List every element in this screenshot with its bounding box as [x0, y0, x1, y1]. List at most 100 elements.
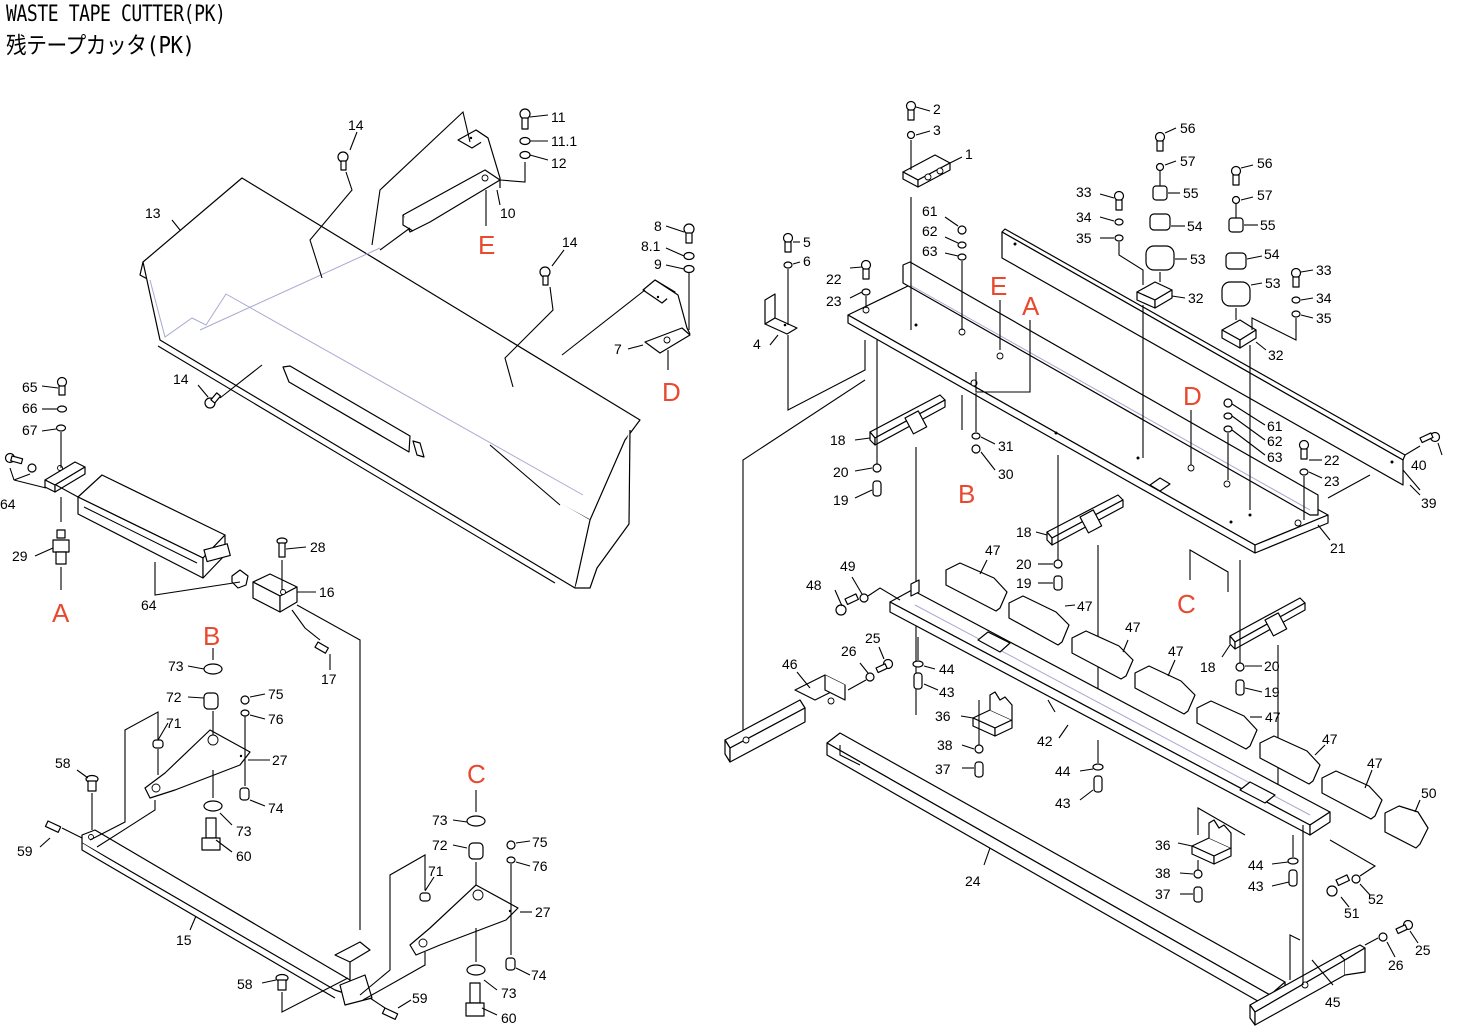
callout-76-b: 76 [268, 711, 284, 727]
ref-letter-a-left: A [52, 598, 70, 628]
part-blade-50 [1384, 805, 1429, 849]
callout-19-a: 19 [833, 492, 849, 508]
part-fitting-29 [52, 529, 70, 565]
callout-17: 17 [321, 671, 337, 687]
callout-30: 30 [998, 466, 1014, 482]
callout-53-b: 53 [1265, 275, 1281, 291]
callout-60-b: 60 [236, 848, 252, 864]
callout-71-b: 71 [166, 715, 182, 731]
part-pin-28 [276, 537, 288, 558]
callout-63-right: 63 [1267, 449, 1283, 465]
part-screw-25-left [875, 658, 894, 674]
callout-75-b: 75 [268, 686, 284, 702]
callout-53-a: 53 [1190, 251, 1206, 267]
part-screw-40 [1419, 431, 1441, 444]
callout-61-right: 61 [1267, 418, 1283, 434]
part-cutter-bar-42 [889, 579, 1331, 836]
part-screw-19-b [1053, 575, 1063, 591]
callout-31: 31 [998, 438, 1014, 454]
callout-35-a: 35 [1076, 230, 1092, 246]
ref-letter-c-right: C [1177, 589, 1196, 619]
callout-23-right: 23 [1324, 473, 1340, 489]
callout-23-left: 23 [826, 293, 842, 309]
callout-51: 51 [1344, 905, 1360, 921]
part-screw-25-right [1395, 919, 1414, 935]
callout-27-c: 27 [535, 904, 551, 920]
part-blade-47-1 [945, 562, 1008, 612]
part-washer-44-a [912, 660, 924, 668]
ref-letter-a-right: A [1022, 291, 1040, 321]
callout-38-b: 38 [1155, 865, 1171, 881]
callout-28: 28 [310, 539, 326, 555]
callout-32-b: 32 [1268, 347, 1284, 363]
callout-8: 8 [654, 218, 662, 234]
callout-64-bottom: 64 [141, 597, 157, 613]
part-nut-38-a [974, 744, 984, 754]
part-nut-71-b [152, 739, 164, 749]
callout-73-b-bottom: 73 [236, 823, 252, 839]
callout-64-left: 64 [0, 496, 16, 512]
ref-letter-e-right: E [990, 271, 1007, 301]
part-blade-47-2 [1008, 595, 1070, 646]
callout-13: 13 [145, 205, 161, 221]
callout-20-c: 20 [1264, 658, 1280, 674]
callout-33-a: 33 [1076, 184, 1092, 200]
callout-52: 52 [1368, 891, 1384, 907]
callout-9: 9 [654, 256, 662, 272]
part-roller-53-b [1221, 281, 1251, 307]
callout-76-c: 76 [532, 858, 548, 874]
part-arm-27-c [409, 884, 519, 956]
part-link-15 [81, 829, 373, 1006]
callout-18-b: 18 [1016, 524, 1032, 540]
part-blade-47-4 [1134, 665, 1196, 715]
part-clamp-36-a [972, 691, 1013, 737]
part-washer-20-c [1235, 662, 1245, 672]
part-washer-31 [971, 432, 981, 440]
callout-44-c: 44 [1248, 857, 1264, 873]
part-base-plate-21 [847, 261, 1329, 554]
part-nut-75-b [240, 695, 250, 705]
callout-8-1: 8.1 [641, 238, 661, 254]
callout-74-b: 74 [268, 800, 284, 816]
part-washer-76-b [240, 709, 250, 717]
callout-21: 21 [1330, 540, 1346, 556]
part-screw-37-b [1193, 886, 1203, 903]
part-washer-11-1 [519, 136, 531, 146]
callout-50: 50 [1421, 785, 1437, 801]
part-washer-62-left [957, 241, 967, 249]
callout-56-b: 56 [1257, 155, 1273, 171]
callout-75-c: 75 [532, 834, 548, 850]
callout-4: 4 [753, 336, 761, 352]
callout-14-top: 14 [348, 117, 364, 133]
part-cylinder-64 [77, 474, 249, 589]
callout-65: 65 [22, 379, 38, 395]
part-washer-8-1 [683, 251, 695, 261]
part-washer-66 [56, 405, 68, 413]
part-washer-44-b [1092, 763, 1104, 771]
part-washer-62-right [1223, 412, 1233, 420]
ref-letter-b-right: B [958, 479, 975, 509]
part-washer-57-a [1155, 162, 1165, 172]
callout-11: 11 [551, 109, 566, 125]
part-guide-18-c [1229, 597, 1306, 650]
part-bracket-46 [724, 674, 846, 763]
callout-35-b: 35 [1316, 310, 1332, 326]
callout-20-a: 20 [833, 464, 849, 480]
part-screw-43-a [913, 672, 923, 690]
part-washer-9 [683, 264, 695, 274]
part-blade-47-6 [1259, 735, 1321, 785]
part-washer-3 [906, 130, 916, 140]
callout-29: 29 [12, 548, 28, 564]
callout-47-2: 47 [1077, 598, 1093, 614]
part-washer-26-left [865, 672, 875, 682]
part-washer-20-a [872, 463, 882, 473]
part-shaft-60-c [465, 982, 485, 1017]
part-screw-74-b [239, 787, 250, 801]
part-screw-8 [683, 223, 695, 244]
callout-26-left: 26 [841, 643, 857, 659]
callout-26-right: 26 [1388, 957, 1404, 973]
callout-19-b: 19 [1016, 575, 1032, 591]
part-washer-23-right [1299, 468, 1309, 476]
callout-18-c: 18 [1200, 659, 1216, 675]
